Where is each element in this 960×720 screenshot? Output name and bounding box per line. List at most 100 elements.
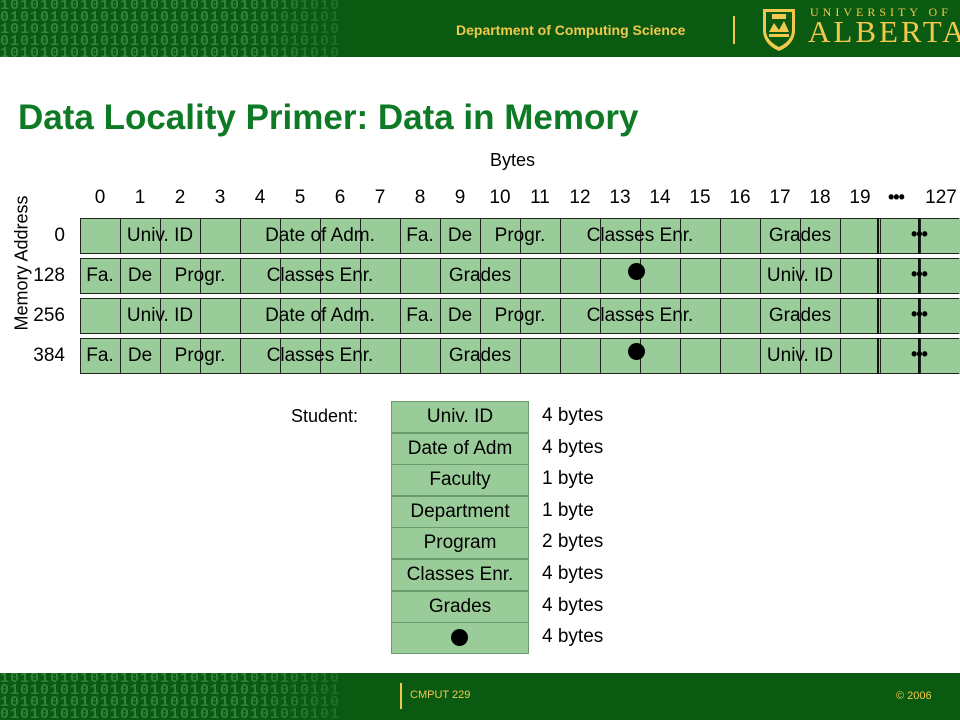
byte-cell-divider <box>600 298 601 334</box>
byte-cell-divider <box>840 298 841 334</box>
memory-field-label: Fa. <box>86 265 114 286</box>
byte-cell-divider <box>480 218 481 254</box>
slide-title: Data Locality Primer: Data in Memory <box>18 98 639 137</box>
memory-field-label: Classes Enr. <box>586 225 694 246</box>
university-crest-icon <box>763 9 795 51</box>
byte-cell-divider <box>120 258 121 294</box>
byte-cell-divider <box>600 218 601 254</box>
memory-field-label: Classes Enr. <box>266 345 374 366</box>
student-field-size: 4 bytes <box>542 594 604 616</box>
byte-cell-divider <box>280 298 281 334</box>
byte-cell-divider <box>560 338 561 374</box>
memory-address-number: 256 <box>33 305 65 326</box>
byte-column-number: 15 <box>689 187 711 208</box>
byte-cell-divider <box>240 338 241 374</box>
byte-column-number: 0 <box>94 187 106 208</box>
byte-column-number: 4 <box>254 187 266 208</box>
memory-field-label: Date of Adm. <box>265 305 375 326</box>
memory-field-label: De <box>447 225 473 246</box>
byte-cell-divider <box>360 338 361 374</box>
memory-field-label: De <box>447 305 473 326</box>
memory-field-label: Grades <box>768 225 832 246</box>
byte-cell-divider <box>840 258 841 294</box>
byte-column-number: 6 <box>334 187 346 208</box>
byte-cell-divider <box>520 298 521 334</box>
byte-cell-divider <box>240 298 241 334</box>
byte-cell-divider <box>400 338 401 374</box>
footer-divider <box>400 683 402 709</box>
memory-field-label: Progr. <box>174 265 226 286</box>
memory-row-border <box>80 338 959 374</box>
byte-cell-divider <box>440 298 441 334</box>
memory-field-label: Fa. <box>406 305 434 326</box>
byte-cell-divider <box>560 258 561 294</box>
byte-cell-divider <box>880 218 881 254</box>
byte-cell-divider <box>840 338 841 374</box>
byte-cell-divider <box>240 218 241 254</box>
byte-column-number: 14 <box>649 187 671 208</box>
byte-cell-divider <box>360 298 361 334</box>
column-ellipsis: ••• <box>888 187 905 207</box>
memory-field-label: Univ. ID <box>126 305 194 326</box>
byte-cell-divider <box>280 338 281 374</box>
byte-cell-divider <box>680 218 681 254</box>
byte-cell-divider <box>760 218 761 254</box>
memory-field-label: Fa. <box>86 345 114 366</box>
byte-cell-divider <box>720 258 721 294</box>
row-ellipsis: ••• <box>911 344 928 364</box>
memory-field-label: Classes Enr. <box>586 305 694 326</box>
student-field-box: Program <box>391 527 529 560</box>
memory-address-number: 384 <box>33 345 65 366</box>
student-field-size: 1 byte <box>542 468 594 490</box>
byte-column-number: 5 <box>294 187 306 208</box>
byte-cell-divider <box>600 258 601 294</box>
byte-column-number: 1 <box>134 187 146 208</box>
byte-cell-divider <box>680 258 681 294</box>
byte-column-number: 13 <box>609 187 631 208</box>
row-ellipsis: ••• <box>911 224 928 244</box>
student-field-box: Faculty <box>391 464 529 497</box>
byte-cell-divider <box>760 258 761 294</box>
byte-cell-divider <box>760 298 761 334</box>
byte-cell-divider <box>520 218 521 254</box>
byte-column-number: 19 <box>849 187 871 208</box>
student-field-box: Department <box>391 495 529 528</box>
student-struct-label: Student: <box>291 406 359 426</box>
bytes-axis-label: Bytes <box>490 150 536 170</box>
byte-cell-divider <box>200 338 201 374</box>
memory-field-label: Date of Adm. <box>265 225 375 246</box>
memory-field-label: Progr. <box>494 225 546 246</box>
byte-cell-divider <box>280 218 281 254</box>
ellipsis-column-divider <box>877 298 879 334</box>
memory-field-label: Grades <box>768 305 832 326</box>
byte-column-number: 10 <box>489 187 511 208</box>
student-field-size: 2 bytes <box>542 531 604 553</box>
byte-cell-divider <box>280 258 281 294</box>
header-divider <box>733 16 735 44</box>
byte-cell-divider <box>400 298 401 334</box>
byte-cell-divider <box>840 218 841 254</box>
byte-cell-divider <box>120 338 121 374</box>
byte-column-number: 9 <box>454 187 466 208</box>
alberta-wordmark: ALBERTA <box>808 14 960 49</box>
byte-cell-divider <box>360 218 361 254</box>
byte-cell-divider <box>880 258 881 294</box>
student-field-box <box>391 622 529 655</box>
student-field-box: Univ. ID <box>391 401 529 433</box>
ellipsis-column-divider <box>918 258 920 294</box>
memory-address-number: 128 <box>33 265 65 286</box>
byte-cell-divider <box>720 298 721 334</box>
byte-cell-divider <box>120 218 121 254</box>
byte-column-number: 17 <box>769 187 791 208</box>
byte-cell-divider <box>880 298 881 334</box>
byte-column-number: 8 <box>414 187 426 208</box>
byte-cell-divider <box>680 338 681 374</box>
byte-cell-divider <box>880 338 881 374</box>
byte-column-number: 2 <box>174 187 186 208</box>
byte-cell-divider <box>680 298 681 334</box>
binary-row: 0101010101010101010101010101010101 <box>0 682 341 699</box>
memory-row-border <box>80 298 959 334</box>
